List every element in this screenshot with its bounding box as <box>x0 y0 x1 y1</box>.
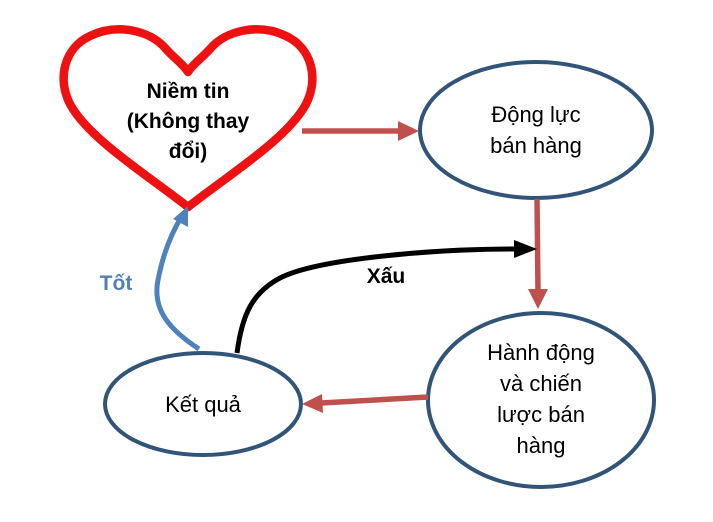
heart-label-line1: Niềm tin <box>146 80 230 103</box>
sales-action-strategy-label: Hành động và chiến lược bán hàng <box>451 337 631 461</box>
arrow-motivation-to-action <box>528 198 548 309</box>
edge-label-good: Tốt <box>99 272 133 295</box>
ellipse-sales-motivation <box>418 60 654 200</box>
ellipse-result <box>103 351 303 457</box>
result-label-line1: Kết quả <box>165 392 241 417</box>
arrow-action-to-result-stem <box>320 394 429 406</box>
arrow-action-to-result <box>302 394 429 413</box>
sales-action-strategy-label-line2: và chiến <box>500 371 582 396</box>
heart-shape <box>59 25 317 212</box>
arrow-result-to-belief-good-stem <box>154 214 201 352</box>
edge-label-bad: Xấu <box>366 265 406 288</box>
heart-label-line3: đổi) <box>168 140 208 163</box>
sales-action-strategy-label-line3: lược bán <box>497 402 585 427</box>
sales-motivation-label-line2: bán hàng <box>490 133 582 158</box>
arrow-result-to-motivation-bad-stem <box>234 246 517 354</box>
sales-motivation-label: Động lực bán hàng <box>446 99 626 161</box>
ellipse-sales-action-strategy <box>426 311 656 489</box>
arrow-result-to-motivation-bad-head <box>514 240 537 258</box>
arrow-motivation-to-action-stem <box>534 198 541 292</box>
arrow-motivation-to-action-head <box>528 289 548 309</box>
heart-label-line2: (Không thay <box>126 110 250 133</box>
arrow-belief-to-motivation <box>302 121 419 141</box>
heart-label: Niềm tin (Không thay đổi) <box>100 77 276 167</box>
sales-action-strategy-label-line1: Hành động <box>487 340 595 365</box>
arrow-result-to-motivation-bad <box>234 240 537 354</box>
result-label: Kết quả <box>113 389 293 420</box>
arrow-action-to-result-head <box>302 394 323 413</box>
sales-motivation-label-line1: Động lực <box>491 102 581 127</box>
arrow-result-to-belief-good <box>154 206 201 352</box>
arrow-result-to-belief-good-head <box>173 206 188 227</box>
arrow-belief-to-motivation-head <box>398 121 419 141</box>
sales-action-strategy-label-line4: hàng <box>516 433 566 458</box>
